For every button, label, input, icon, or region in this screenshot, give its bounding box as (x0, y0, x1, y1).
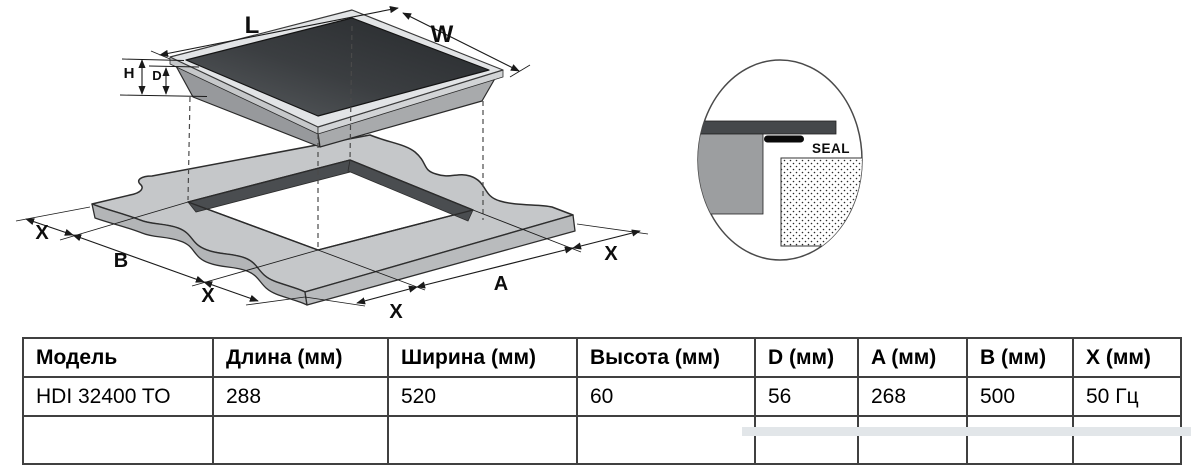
dim-seg-b (72, 234, 205, 283)
spec-table: Модель Длина (мм) Ширина (мм) Высота (мм… (22, 337, 1182, 465)
table-row-partial (22, 415, 1182, 465)
dim-ref-top (121, 58, 185, 61)
dim-seg-x-front-left (203, 281, 259, 302)
table-row: HDI 32400 TO 288 520 60 56 268 500 50 Гц (22, 376, 1182, 417)
dim-label-x-front-left: X (201, 285, 215, 307)
installation-diagram: L W H D X B X X A X SEAL (15, 6, 863, 323)
table-header-row: Модель Длина (мм) Ширина (мм) Высота (мм… (22, 337, 1182, 378)
dim-seg-x-right (572, 229, 641, 250)
cell-model: HDI 32400 TO (22, 376, 214, 417)
detail-seal-gasket (764, 135, 804, 143)
col-header-d: D (мм) (754, 337, 859, 378)
projection-line-left (187, 96, 191, 201)
col-header-a: A (мм) (857, 337, 968, 378)
dim-label-x-front-right: X (389, 301, 403, 323)
col-header-b: B (мм) (966, 337, 1074, 378)
cell-b: 500 (966, 376, 1074, 417)
dim-tick-L-left (150, 50, 171, 60)
dim-ext-cutout-left (59, 201, 189, 241)
cell-a: 268 (857, 376, 968, 417)
cell-width: 520 (387, 376, 578, 417)
dim-seg-a (416, 246, 574, 289)
detail-countertop-section (780, 157, 862, 247)
dim-ext-slab-front-l (245, 296, 306, 306)
dim-rail-W (402, 12, 520, 72)
dim-label-a: A (494, 273, 508, 295)
cell-x: 50 Гц (1072, 376, 1182, 417)
seal-label: SEAL (812, 141, 850, 156)
col-header-model: Модель (22, 337, 214, 378)
col-header-width: Ширина (мм) (387, 337, 578, 378)
dim-ext-cutout-front-l (191, 249, 319, 287)
col-header-x: X (мм) (1072, 337, 1182, 378)
dim-ext-cutout-right (472, 209, 582, 253)
cell-height: 60 (576, 376, 756, 417)
col-header-length: Длина (мм) (212, 337, 389, 378)
dim-label-length: L (245, 12, 260, 39)
partial-row-overlay (742, 427, 1191, 436)
dim-tick-W-right (509, 64, 531, 78)
dim-label-width: W (431, 21, 454, 48)
detail-body-section (698, 133, 764, 215)
dim-ext-slab-right (576, 223, 649, 235)
dim-seg-x-left (25, 218, 74, 236)
cell-length: 288 (212, 376, 389, 417)
dim-label-height: H (124, 65, 135, 82)
dim-label-b: B (114, 250, 128, 272)
dim-ext-slab-front-r (304, 296, 366, 307)
dimension-labels: L W H D X B X X A X (35, 12, 618, 323)
cell-d: 56 (754, 376, 859, 417)
page: L W H D X B X X A X SEAL (15, 6, 1191, 465)
dim-label-depth: D (152, 68, 161, 83)
dim-rail-L (159, 6, 399, 57)
detail-glass-section (698, 120, 837, 135)
countertop-drawing (91, 134, 576, 306)
dim-label-x-left: X (35, 222, 49, 244)
dim-ext-cutout-front-r (317, 249, 426, 291)
dim-ext-slab-left (15, 206, 91, 222)
dim-ref-bottom (119, 94, 208, 97)
col-header-height: Высота (мм) (576, 337, 756, 378)
dim-seg-x-front-right (356, 285, 418, 305)
detail-circle: SEAL (697, 59, 863, 261)
dimension-lines (15, 6, 649, 307)
dim-label-x-right: X (604, 243, 618, 265)
dim-ref-mid (148, 65, 200, 68)
